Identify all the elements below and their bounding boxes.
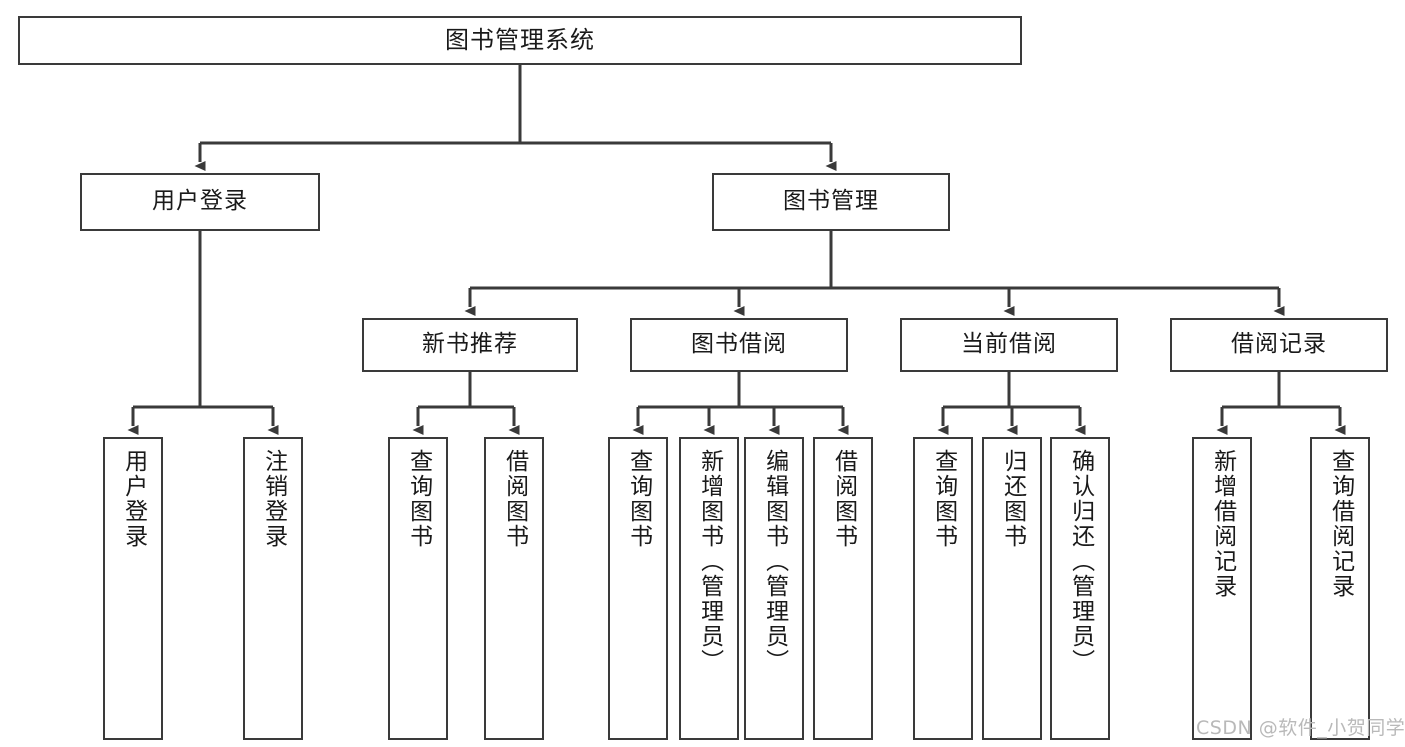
node-l_bw_lend[interactable]: 借阅图书 <box>813 437 873 740</box>
node-l_cu_return[interactable]: 归还图书 <box>982 437 1042 740</box>
node-l_logout[interactable]: 注销登录 <box>243 437 303 740</box>
node-label: 新书推荐 <box>422 331 518 358</box>
csdn-watermark: CSDN @软件_小贺同学 <box>1196 717 1405 739</box>
node-label: 查询图书 <box>405 449 432 549</box>
node-label: 查询借阅记录 <box>1327 449 1354 599</box>
node-label: 查询图书 <box>930 449 957 549</box>
node-label: 编辑图书（管理员） <box>761 449 788 674</box>
node-label: 当前借阅 <box>961 331 1057 358</box>
node-label: 图书管理系统 <box>445 26 595 55</box>
node-label: 确认归还（管理员） <box>1067 449 1094 674</box>
node-l_bw_edit[interactable]: 编辑图书（管理员） <box>744 437 804 740</box>
node-label: 新增图书（管理员） <box>696 449 723 674</box>
node-newbook[interactable]: 新书推荐 <box>362 318 578 372</box>
node-label: 图书借阅 <box>691 331 787 358</box>
node-l_rc_query[interactable]: 查询借阅记录 <box>1310 437 1370 740</box>
node-login[interactable]: 用户登录 <box>80 173 320 231</box>
node-label: 借阅图书 <box>501 449 528 549</box>
node-current[interactable]: 当前借阅 <box>900 318 1118 372</box>
node-l_bw_query[interactable]: 查询图书 <box>608 437 668 740</box>
node-label: 借阅图书 <box>830 449 857 549</box>
node-l_bw_add[interactable]: 新增图书（管理员） <box>679 437 739 740</box>
node-label: 新增借阅记录 <box>1209 449 1236 599</box>
node-borrow[interactable]: 图书借阅 <box>630 318 848 372</box>
node-label: 用户登录 <box>120 449 147 549</box>
node-label: 图书管理 <box>783 188 879 215</box>
node-l_rc_add[interactable]: 新增借阅记录 <box>1192 437 1252 740</box>
node-label: 注销登录 <box>260 449 287 549</box>
node-l_login[interactable]: 用户登录 <box>103 437 163 740</box>
node-label: 归还图书 <box>999 449 1026 549</box>
node-root[interactable]: 图书管理系统 <box>18 16 1022 65</box>
node-l_cu_query[interactable]: 查询图书 <box>913 437 973 740</box>
node-l_nb_borrow[interactable]: 借阅图书 <box>484 437 544 740</box>
node-l_cu_conf[interactable]: 确认归还（管理员） <box>1050 437 1110 740</box>
node-records[interactable]: 借阅记录 <box>1170 318 1388 372</box>
node-label: 借阅记录 <box>1231 331 1327 358</box>
node-bookmgmt[interactable]: 图书管理 <box>712 173 950 231</box>
node-label: 查询图书 <box>625 449 652 549</box>
node-l_nb_query[interactable]: 查询图书 <box>388 437 448 740</box>
node-label: 用户登录 <box>152 188 248 215</box>
